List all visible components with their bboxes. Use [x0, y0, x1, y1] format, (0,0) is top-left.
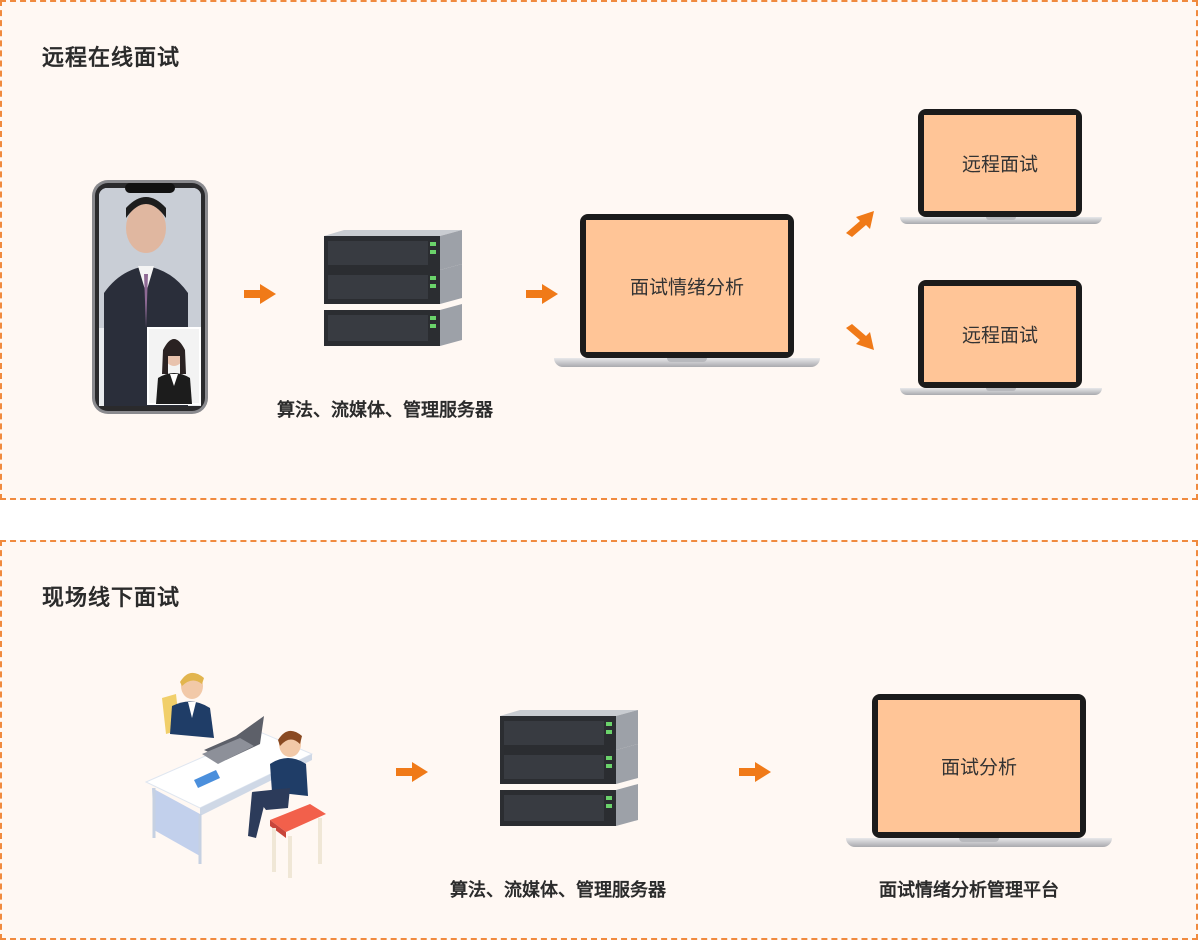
smartphone-video-call-icon [92, 180, 208, 414]
panel-title: 现场线下面试 [42, 586, 181, 611]
remote-laptop-2: 远程面试 [900, 280, 1102, 398]
arrow-right-icon [396, 762, 428, 782]
laptop-screen-label: 远程面试 [961, 324, 1038, 347]
analysis-platform-laptop: 面试分析 [846, 694, 1112, 850]
arrow-right-icon [739, 762, 771, 782]
arrow-down-right-icon [846, 324, 874, 350]
server-rack-icon [324, 230, 462, 346]
analysis-laptop: 面试情绪分析 [554, 214, 820, 370]
laptop-screen-label: 远程面试 [961, 153, 1038, 176]
arrow-right-icon [244, 284, 276, 304]
laptop-screen-label: 面试分析 [940, 756, 1017, 779]
server-caption: 算法、流媒体、管理服务器 [277, 400, 493, 421]
remote-interview-panel: 远程在线面试 [0, 0, 1198, 500]
panel-title: 远程在线面试 [42, 46, 181, 71]
server-caption: 算法、流媒体、管理服务器 [450, 880, 666, 901]
remote-laptop-1: 远程面试 [900, 109, 1102, 227]
platform-caption: 面试情绪分析管理平台 [879, 880, 1059, 901]
arrow-up-right-icon [846, 211, 874, 237]
arrow-right-icon [526, 284, 558, 304]
laptop-screen-label: 面试情绪分析 [629, 276, 744, 299]
interview-scene-icon [144, 672, 326, 878]
server-rack-icon [500, 710, 638, 826]
onsite-interview-panel: 现场线下面试 [0, 540, 1198, 940]
